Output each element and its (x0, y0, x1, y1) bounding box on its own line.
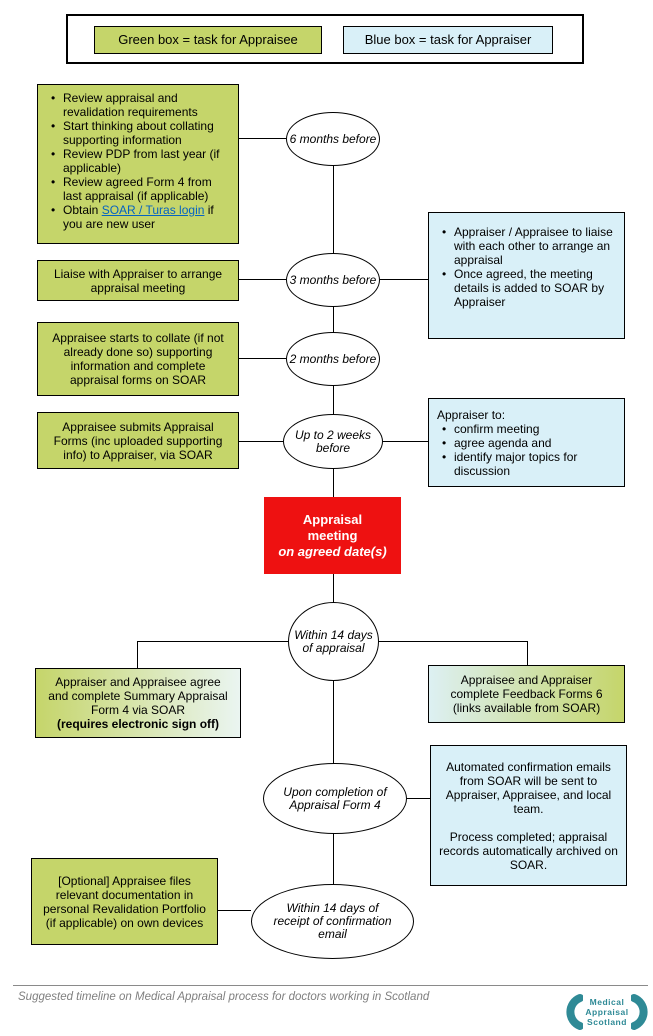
connector-2weeks-right (383, 441, 428, 442)
task-box-feedback-forms: Appraisee and Appraiser complete Feedbac… (428, 665, 625, 723)
task-text: Appraisee starts to collate (if not alre… (52, 331, 224, 387)
task-item: Appraiser / Appraisee to liaise with eac… (437, 225, 616, 267)
task-item: identify major topics for discussion (437, 450, 616, 478)
legend-appraiser: Blue box = task for Appraiser (343, 26, 553, 54)
appraisal-meeting-box: Appraisal meeting on agreed date(s) (264, 497, 401, 574)
summary-form-signoff: (requires electronic sign off) (56, 717, 220, 731)
connector-form4-right (407, 798, 430, 799)
legend-appraisee: Green box = task for Appraisee (94, 26, 322, 54)
appraiser-to-intro: Appraiser to: (437, 408, 506, 422)
task-item: Review appraisal and revalidation requir… (46, 91, 230, 119)
milestone-3-months-before: 3 months before (286, 253, 380, 307)
connector-14days-left-arm (137, 641, 288, 642)
milestone-label: 6 months before (289, 131, 377, 146)
task-box-summary-form4: Appraiser and Appraisee agree and comple… (35, 668, 241, 738)
legend-appraiser-label: Blue box = task for Appraiser (364, 32, 532, 47)
milestone-upon-completion-form4: Upon completion of Appraisal Form 4 (263, 763, 407, 834)
task-item: Start thinking about collating supportin… (46, 119, 230, 147)
summary-form-text: Appraiser and Appraisee agree and comple… (48, 675, 228, 717)
connector-2months-left (239, 358, 286, 359)
task-text: Appraisee and Appraiser complete Feedbac… (450, 673, 603, 715)
footer-caption: Suggested timeline on Medical Appraisal … (18, 991, 430, 1003)
milestone-up-to-2-weeks-before: Up to 2 weeks before (283, 414, 383, 469)
milestone-2-months-before: 2 months before (286, 332, 380, 386)
task-item: Once agreed, the meeting details is adde… (437, 267, 616, 309)
task-box-confirmation-emails: Automated confirmation emails from SOAR … (430, 745, 627, 886)
task-item: Review agreed Form 4 from last appraisal… (46, 175, 230, 203)
confirmation-para1: Automated confirmation emails from SOAR … (445, 759, 612, 816)
milestone-label: Within 14 days of receipt of confirmatio… (273, 901, 392, 941)
task-box-appraiser-3months: Appraiser / Appraisee to liaise with eac… (428, 212, 625, 339)
connector-3months-right (380, 279, 428, 280)
connector-2weeks-left (239, 441, 283, 442)
soar-turas-login-link[interactable]: SOAR / Turas login (101, 203, 205, 217)
task-item-obtain-login: Obtain SOAR / Turas login if you are new… (46, 203, 230, 231)
task-box-appraisee-optional-filing: [Optional] Appraisee files relevant docu… (31, 858, 218, 945)
footer-divider (13, 985, 648, 986)
task-item: Review PDP from last year (if applicable… (46, 147, 230, 175)
task-text: Appraisee submits Appraisal Forms (inc u… (53, 419, 223, 462)
task-text: Liaise with Appraiser to arrange apprais… (53, 266, 223, 295)
task-box-appraisee-2weeks: Appraisee submits Appraisal Forms (inc u… (37, 412, 239, 469)
connector-6months-left (239, 138, 286, 139)
obtain-prefix: Obtain (63, 203, 102, 217)
task-box-appraiser-2weeks: Appraiser to: confirm meeting agree agen… (428, 398, 625, 487)
meeting-subtitle: on agreed date(s) (278, 543, 387, 559)
milestone-6-months-before: 6 months before (286, 112, 380, 166)
logo-line: Appraisal (585, 1007, 629, 1017)
connector-14days-left-leg (137, 641, 138, 668)
milestone-within-14-days-of-appraisal: Within 14 days of appraisal (288, 602, 379, 681)
milestone-within-14-days-of-email: Within 14 days of receipt of confirmatio… (251, 884, 414, 959)
task-item: confirm meeting (437, 422, 616, 436)
logo-right-bracket-icon (630, 994, 648, 1030)
milestone-label: Within 14 days of appraisal (294, 627, 373, 655)
logo-line: Medical (589, 997, 625, 1007)
logo-left-bracket-icon (566, 994, 584, 1030)
medical-appraisal-scotland-logo: Medical Appraisal Scotland (563, 991, 651, 1033)
task-box-appraisee-2months: Appraisee starts to collate (if not alre… (37, 322, 239, 396)
legend: Green box = task for Appraisee Blue box … (66, 14, 584, 64)
milestone-label: Up to 2 weeks before (294, 427, 372, 455)
task-item: agree agenda and (437, 436, 616, 450)
meeting-title: Appraisal meeting (302, 511, 363, 543)
connector-14days-right-arm (379, 641, 527, 642)
milestone-label: 3 months before (289, 272, 377, 287)
milestone-label: Upon completion of Appraisal Form 4 (283, 784, 387, 812)
connector-optional-right (218, 910, 251, 911)
obtain-suffix: if you are new user (63, 203, 214, 231)
milestone-label: 2 months before (289, 351, 377, 366)
task-box-appraisee-6months: Review appraisal and revalidation requir… (37, 84, 239, 244)
logo-line: Scotland (587, 1017, 627, 1027)
legend-appraisee-label: Green box = task for Appraisee (118, 32, 298, 47)
task-text: [Optional] Appraisee files relevant docu… (43, 873, 206, 930)
task-box-appraisee-3months: Liaise with Appraiser to arrange apprais… (37, 260, 239, 301)
confirmation-para2: Process completed; appraisal records aut… (439, 829, 618, 872)
connector-14days-right-leg (527, 641, 528, 665)
connector-3months-left (239, 279, 286, 280)
logo-text: Medical Appraisal Scotland (585, 997, 628, 1027)
